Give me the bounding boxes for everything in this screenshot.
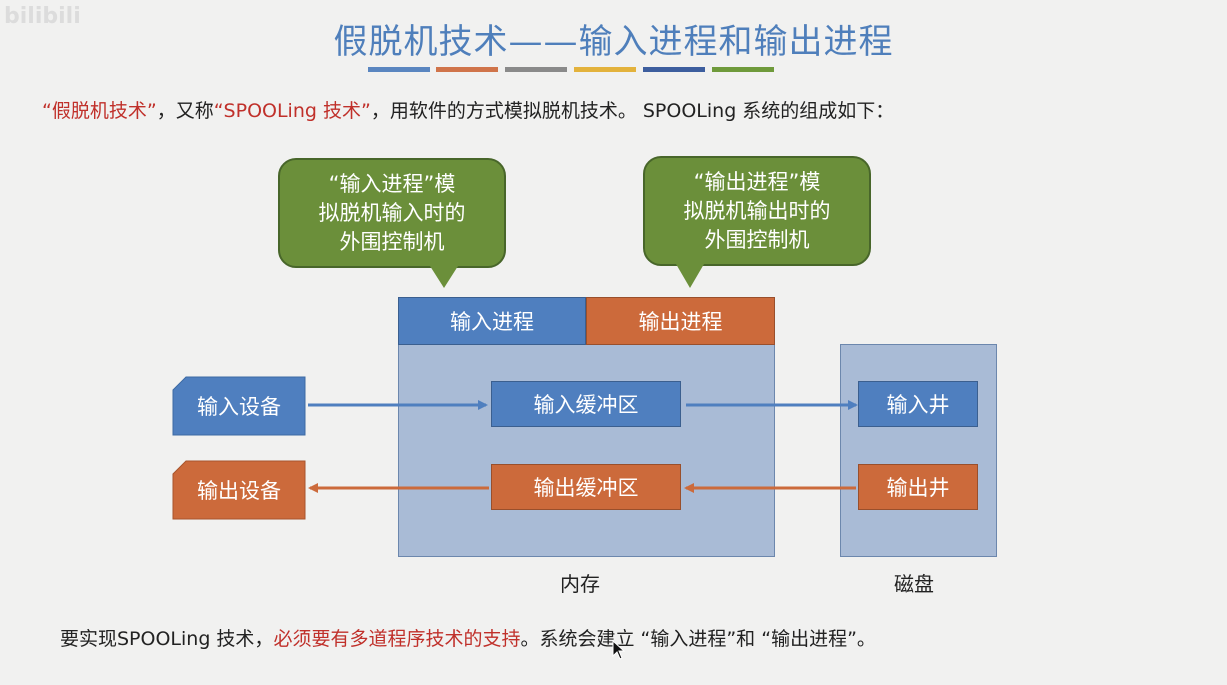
footer-highlight: 必须要有多道程序技术的支持: [273, 628, 521, 650]
subtitle-term: “假脱机技术”: [42, 100, 157, 122]
callout-input-process: “输入进程”模 拟脱机输入时的 外围控制机: [278, 158, 506, 268]
accent-bar-5: [643, 67, 705, 72]
footer-text-a: 要实现SPOOLing 技术，: [60, 628, 274, 650]
output-well-box: 输出井: [858, 464, 978, 510]
subtitle-text-a: ，又称: [156, 100, 214, 122]
input-well-box: 输入井: [858, 381, 978, 427]
callout-output-process: “输出进程”模 拟脱机输出时的 外围控制机: [643, 156, 871, 266]
input-buffer-box: 输入缓冲区: [491, 381, 681, 427]
input-process-box: 输入进程: [398, 297, 586, 345]
watermark: bilibili: [4, 4, 81, 29]
output-process-box: 输出进程: [586, 297, 775, 345]
disk-block: [840, 344, 997, 557]
callout-input-line-1: “输入进程”模: [328, 172, 456, 196]
callout-output-line-1: “输出进程”模: [693, 170, 821, 194]
footer-text: 要实现SPOOLing 技术，必须要有多道程序技术的支持。系统会建立 “输入进程…: [60, 624, 876, 651]
input-device-shape: [172, 376, 306, 436]
callout-output-line-2: 拟脱机输出时的: [683, 199, 831, 223]
subtitle: “假脱机技术”，又称“SPOOLing 技术”，用软件的方式模拟脱机技术。 SP…: [42, 96, 894, 123]
callout-input-line-3: 外围控制机: [339, 230, 445, 254]
subtitle-text-b: ，用软件的方式模拟脱机技术。 SPOOLing 系统的组成如下：: [370, 100, 895, 122]
callout-output-line-3: 外围控制机: [704, 228, 810, 252]
memory-label: 内存: [560, 572, 600, 596]
callout-input-line-2: 拟脱机输入时的: [318, 201, 466, 225]
footer-text-b: 。系统会建立 “输入进程”和 “输出进程”。: [520, 628, 876, 650]
disk-label: 磁盘: [894, 572, 934, 596]
accent-bar-1: [368, 67, 430, 72]
accent-bar-3: [505, 67, 567, 72]
callout-input-pointer: [430, 266, 458, 288]
input-device-label: 输入设备: [197, 395, 281, 419]
accent-bar-4: [574, 67, 636, 72]
callout-output-pointer: [676, 264, 704, 288]
accent-bar-2: [436, 67, 498, 72]
output-buffer-box: 输出缓冲区: [491, 464, 681, 510]
output-device-shape: [172, 460, 306, 520]
accent-bar-6: [712, 67, 774, 72]
page-title: 假脱机技术——输入进程和输出进程: [333, 22, 894, 62]
subtitle-alias: “SPOOLing 技术”: [213, 100, 371, 122]
output-device-label: 输出设备: [197, 479, 281, 503]
mouse-cursor-icon: [612, 640, 626, 660]
